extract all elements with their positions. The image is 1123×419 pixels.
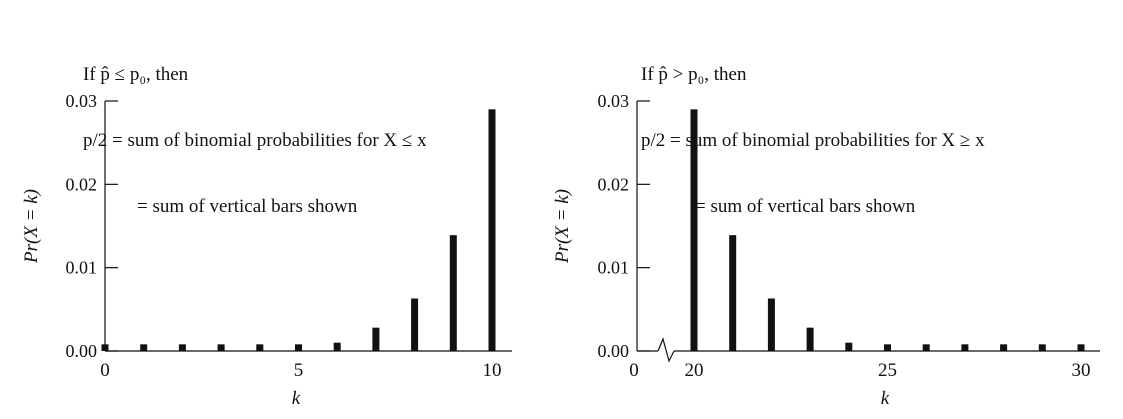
bar — [333, 342, 341, 351]
caption-left: If p̂ ≤ p₀, then p/2 = sum of binomial p… — [83, 20, 427, 240]
bar — [411, 298, 419, 351]
caption-left-line3: = sum of vertical bars shown — [137, 196, 358, 217]
bar — [690, 109, 698, 351]
x-tick-label: 30 — [1072, 360, 1091, 381]
y-tick-label: 0.02 — [66, 174, 98, 194]
y-tick-label: 0.03 — [66, 91, 98, 111]
y-tick-label: 0.01 — [66, 258, 98, 278]
bar — [140, 344, 148, 351]
y-axis-label: Pr(X = k) — [552, 189, 573, 264]
bar — [729, 235, 737, 351]
bar — [961, 344, 969, 351]
bar — [767, 298, 775, 351]
caption-right-line1: If p̂ > p₀, then — [641, 64, 747, 85]
bar — [1077, 344, 1085, 351]
x-tick-label: 25 — [878, 360, 897, 381]
bar — [922, 344, 930, 351]
bar — [845, 342, 853, 351]
x-tick-label: 10 — [483, 360, 502, 381]
bar — [372, 327, 380, 351]
x-axis-label: k — [292, 388, 301, 409]
bar — [101, 344, 109, 351]
y-tick-label: 0.00 — [66, 341, 98, 361]
caption-right-line2: p/2 = sum of binomial probabilities for … — [641, 130, 985, 151]
x-tick-label: 0 — [100, 360, 110, 381]
y-tick-label: 0.02 — [598, 174, 630, 194]
y-tick-label: 0.03 — [598, 91, 630, 111]
caption-left-line2: p/2 = sum of binomial probabilities for … — [83, 130, 427, 151]
bar — [256, 344, 264, 351]
x-tick-label: 5 — [294, 360, 304, 381]
y-axis-label: Pr(X = k) — [21, 189, 42, 264]
y-tick-label: 0.00 — [598, 341, 630, 361]
caption-right: If p̂ > p₀, then p/2 = sum of binomial p… — [641, 20, 985, 240]
bar — [1000, 344, 1008, 351]
x-origin-label: 0 — [629, 360, 639, 381]
bar — [217, 344, 225, 351]
axis-break-mark — [657, 337, 675, 363]
bar — [884, 344, 891, 351]
bar — [178, 344, 186, 351]
x-tick-label: 20 — [685, 360, 704, 381]
caption-right-line3: = sum of vertical bars shown — [695, 196, 916, 217]
y-tick-label: 0.01 — [598, 258, 630, 278]
bar — [806, 327, 814, 351]
caption-left-line1: If p̂ ≤ p₀, then — [83, 64, 189, 85]
bar — [1038, 344, 1046, 351]
bar — [488, 109, 496, 351]
x-axis-label: k — [881, 388, 890, 409]
bar — [449, 235, 457, 351]
bar — [295, 344, 302, 351]
